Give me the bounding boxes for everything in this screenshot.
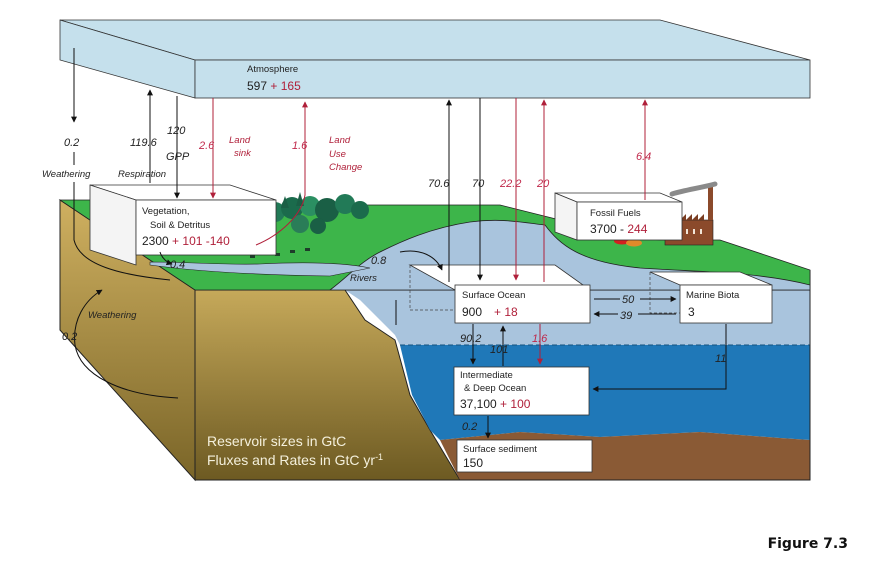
land-use-label-3: Change: [329, 162, 362, 173]
land-sink-label-2: sink: [234, 148, 252, 159]
weathering-runoff-line: [73, 182, 171, 281]
marine-biota-label: Marine Biota: [686, 290, 740, 301]
burial-value: 0.2: [462, 421, 477, 433]
land-use-label-1: Land: [329, 135, 351, 146]
surface-ocean-value: 900+ 18: [462, 305, 518, 319]
deep-ocean-label-1: Intermediate: [460, 370, 513, 381]
weathering-atm-value: 0.2: [64, 137, 79, 149]
up-mix-value: 101: [490, 344, 508, 356]
vegetation-box-side: [89, 184, 137, 266]
legend-reservoirs: Reservoir sizes in GtC: [207, 433, 346, 449]
fossil-label: Fossil Fuels: [590, 208, 641, 219]
marine-biota-hidden-edge: [649, 272, 680, 314]
river: [149, 261, 371, 277]
surface-ocean-hidden-edge: [409, 265, 455, 311]
land-use-label-2: Use: [329, 149, 346, 160]
land-sink-label-1: Land: [229, 135, 251, 146]
ocean-anthro-out-value: 20: [536, 178, 550, 190]
atmosphere-label: Atmosphere: [247, 64, 298, 75]
from-biota-value: 39: [620, 310, 632, 322]
fossil-value: 3700 - 244: [590, 222, 648, 236]
legend-fluxes: Fluxes and Rates in GtC yr-1: [207, 452, 383, 468]
marine-biota-value: 3: [688, 305, 695, 319]
gpp-value: 120: [167, 125, 186, 137]
vegetation-label-1: Vegetation,: [142, 206, 190, 217]
anthro-down-value: 1.6: [532, 333, 548, 345]
rivers-label: Rivers: [350, 273, 377, 284]
sediment-label: Surface sediment: [463, 444, 537, 455]
weathering-land-value: 0.2: [62, 331, 77, 343]
deep-ocean-label-2: & Deep Ocean: [464, 383, 526, 394]
rivers-08-arrow: [399, 250, 443, 271]
figure-caption: Figure 7.3: [767, 536, 848, 552]
ocean-anthro-in-value: 22.2: [499, 178, 521, 190]
marine-biota-box: [679, 284, 773, 324]
atmosphere-value: 597 + 165: [247, 79, 301, 93]
from-biota-label-bg: [618, 308, 638, 320]
land-sink-value: 2.6: [198, 140, 215, 152]
vegetation-label-2: Soil & Detritus: [150, 220, 210, 231]
land-use-arrow: [255, 101, 308, 246]
weathering-atm-label: Weathering: [42, 169, 91, 180]
deep-ocean-box: [453, 366, 590, 416]
rivers-04-value: 0.4: [170, 259, 185, 271]
vegetation-value: 2300 + 101 -140: [142, 234, 230, 248]
surface-ocean-label: Surface Ocean: [462, 290, 525, 301]
vegetation-box: [135, 199, 277, 256]
biota-export-value: 11: [715, 353, 726, 365]
fossil-box: [576, 201, 683, 241]
to-biota-label-bg: [620, 292, 640, 305]
rivers-04-arrow: [159, 251, 173, 266]
gpp-label: GPP: [166, 151, 190, 163]
rivers-08-value: 0.8: [371, 255, 387, 267]
to-biota-value: 50: [622, 294, 635, 306]
respiration-value: 119.6: [130, 137, 158, 149]
surface-ocean-box: [454, 284, 591, 324]
weathering-land-arrow: [74, 289, 179, 399]
fossil-emission-value: 6.4: [636, 151, 651, 163]
sediment-box: [456, 439, 593, 473]
deep-ocean-value: 37,100 + 100: [460, 397, 531, 411]
sediment-value: 150: [463, 456, 483, 470]
down-mix-value: 90.2: [460, 333, 481, 345]
ocean-out-value: 70.6: [428, 178, 450, 190]
land-use-value: 1.6: [292, 140, 308, 152]
biota-export-arrow: [592, 324, 727, 392]
respiration-label: Respiration: [118, 169, 166, 180]
ocean-in-value: 70: [472, 178, 485, 190]
weathering-land-label: Weathering: [88, 310, 137, 321]
atmosphere-front: [194, 59, 811, 99]
